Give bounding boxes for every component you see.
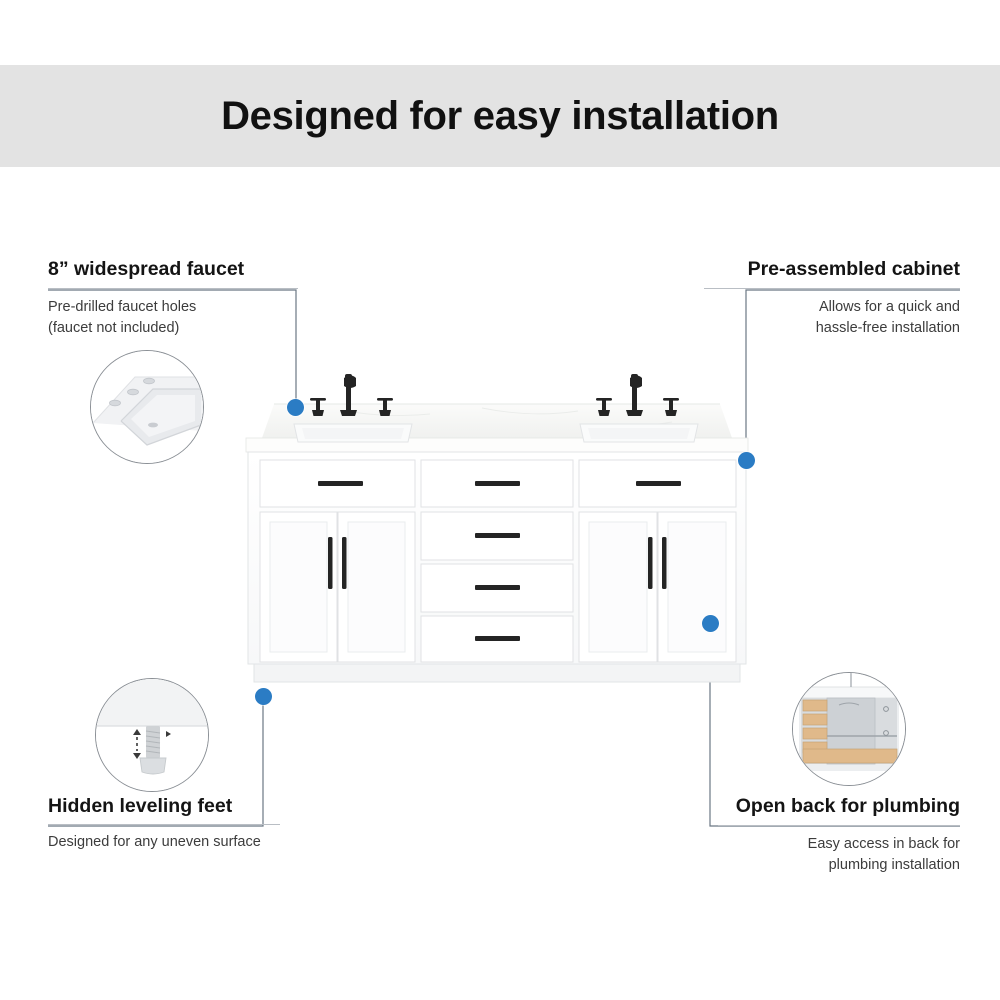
callout-body: Allows for a quick and hassle-free insta… xyxy=(815,299,960,337)
inset-open-back-cabinet xyxy=(792,672,906,786)
inset-sink-faucet-holes xyxy=(90,350,204,464)
faucet-left xyxy=(310,374,393,416)
sink-right xyxy=(579,423,699,443)
toe-kick xyxy=(253,663,741,683)
handle-door-right-outer xyxy=(662,537,667,589)
callout-open-back-plumbing: Open back for plumbing Easy access in ba… xyxy=(718,795,960,876)
left-doors xyxy=(259,511,416,663)
handle-door-left-outer xyxy=(328,537,333,589)
callout-body: Easy access in back for plumbing install… xyxy=(807,836,960,874)
leveling-foot-icon xyxy=(96,679,208,791)
callout-title: Open back for plumbing xyxy=(735,795,960,817)
callout-body: Designed for any uneven surface xyxy=(48,834,261,851)
callout-widespread-faucet: 8” widespread faucet Pre-drilled faucet … xyxy=(48,258,298,339)
callout-body: Pre-drilled faucet holes (faucet not inc… xyxy=(48,299,197,337)
drawer-boxes xyxy=(802,699,828,754)
sink-left xyxy=(293,423,413,443)
hotspot-dot-open-back[interactable] xyxy=(702,615,719,632)
cabinet-open-back-icon xyxy=(793,673,905,785)
sink-with-faucet-holes-icon xyxy=(91,351,203,463)
center-drawer-handles xyxy=(475,533,520,641)
page-title: Designed for easy installation xyxy=(221,93,779,138)
callout-rule xyxy=(718,825,960,827)
callout-rule xyxy=(48,288,298,290)
adjust-arrows-icon xyxy=(133,729,141,759)
callout-title: Pre-assembled cabinet xyxy=(747,258,960,280)
handle-door-left-inner xyxy=(342,537,347,589)
faucet-hole-left xyxy=(109,399,121,407)
top-drawers xyxy=(259,459,737,508)
inset-leveling-foot xyxy=(95,678,209,792)
callout-hidden-leveling-feet: Hidden leveling feet Designed for any un… xyxy=(48,795,280,853)
product-image-vanity xyxy=(232,352,762,697)
callout-title: 8” widespread faucet xyxy=(48,258,245,280)
callout-rule xyxy=(704,288,960,290)
callout-rule xyxy=(48,824,280,826)
callout-title: Hidden leveling feet xyxy=(48,795,233,817)
faucet-hole-right xyxy=(143,377,155,385)
hotspot-dot-faucet[interactable] xyxy=(287,399,304,416)
right-doors xyxy=(578,511,737,663)
faucet-right xyxy=(596,374,679,416)
top-drawer-handles xyxy=(318,481,681,486)
double-sink-vanity-illustration xyxy=(245,374,749,683)
hotspot-dot-leveling-feet[interactable] xyxy=(255,688,272,705)
header-band: Designed for easy installation xyxy=(0,65,1000,167)
callout-pre-assembled-cabinet: Pre-assembled cabinet Allows for a quick… xyxy=(704,258,960,339)
hotspot-dot-cabinet[interactable] xyxy=(738,452,755,469)
handle-door-right-inner xyxy=(648,537,653,589)
drain-icon xyxy=(148,422,158,428)
faucet-hole-center xyxy=(127,388,139,396)
